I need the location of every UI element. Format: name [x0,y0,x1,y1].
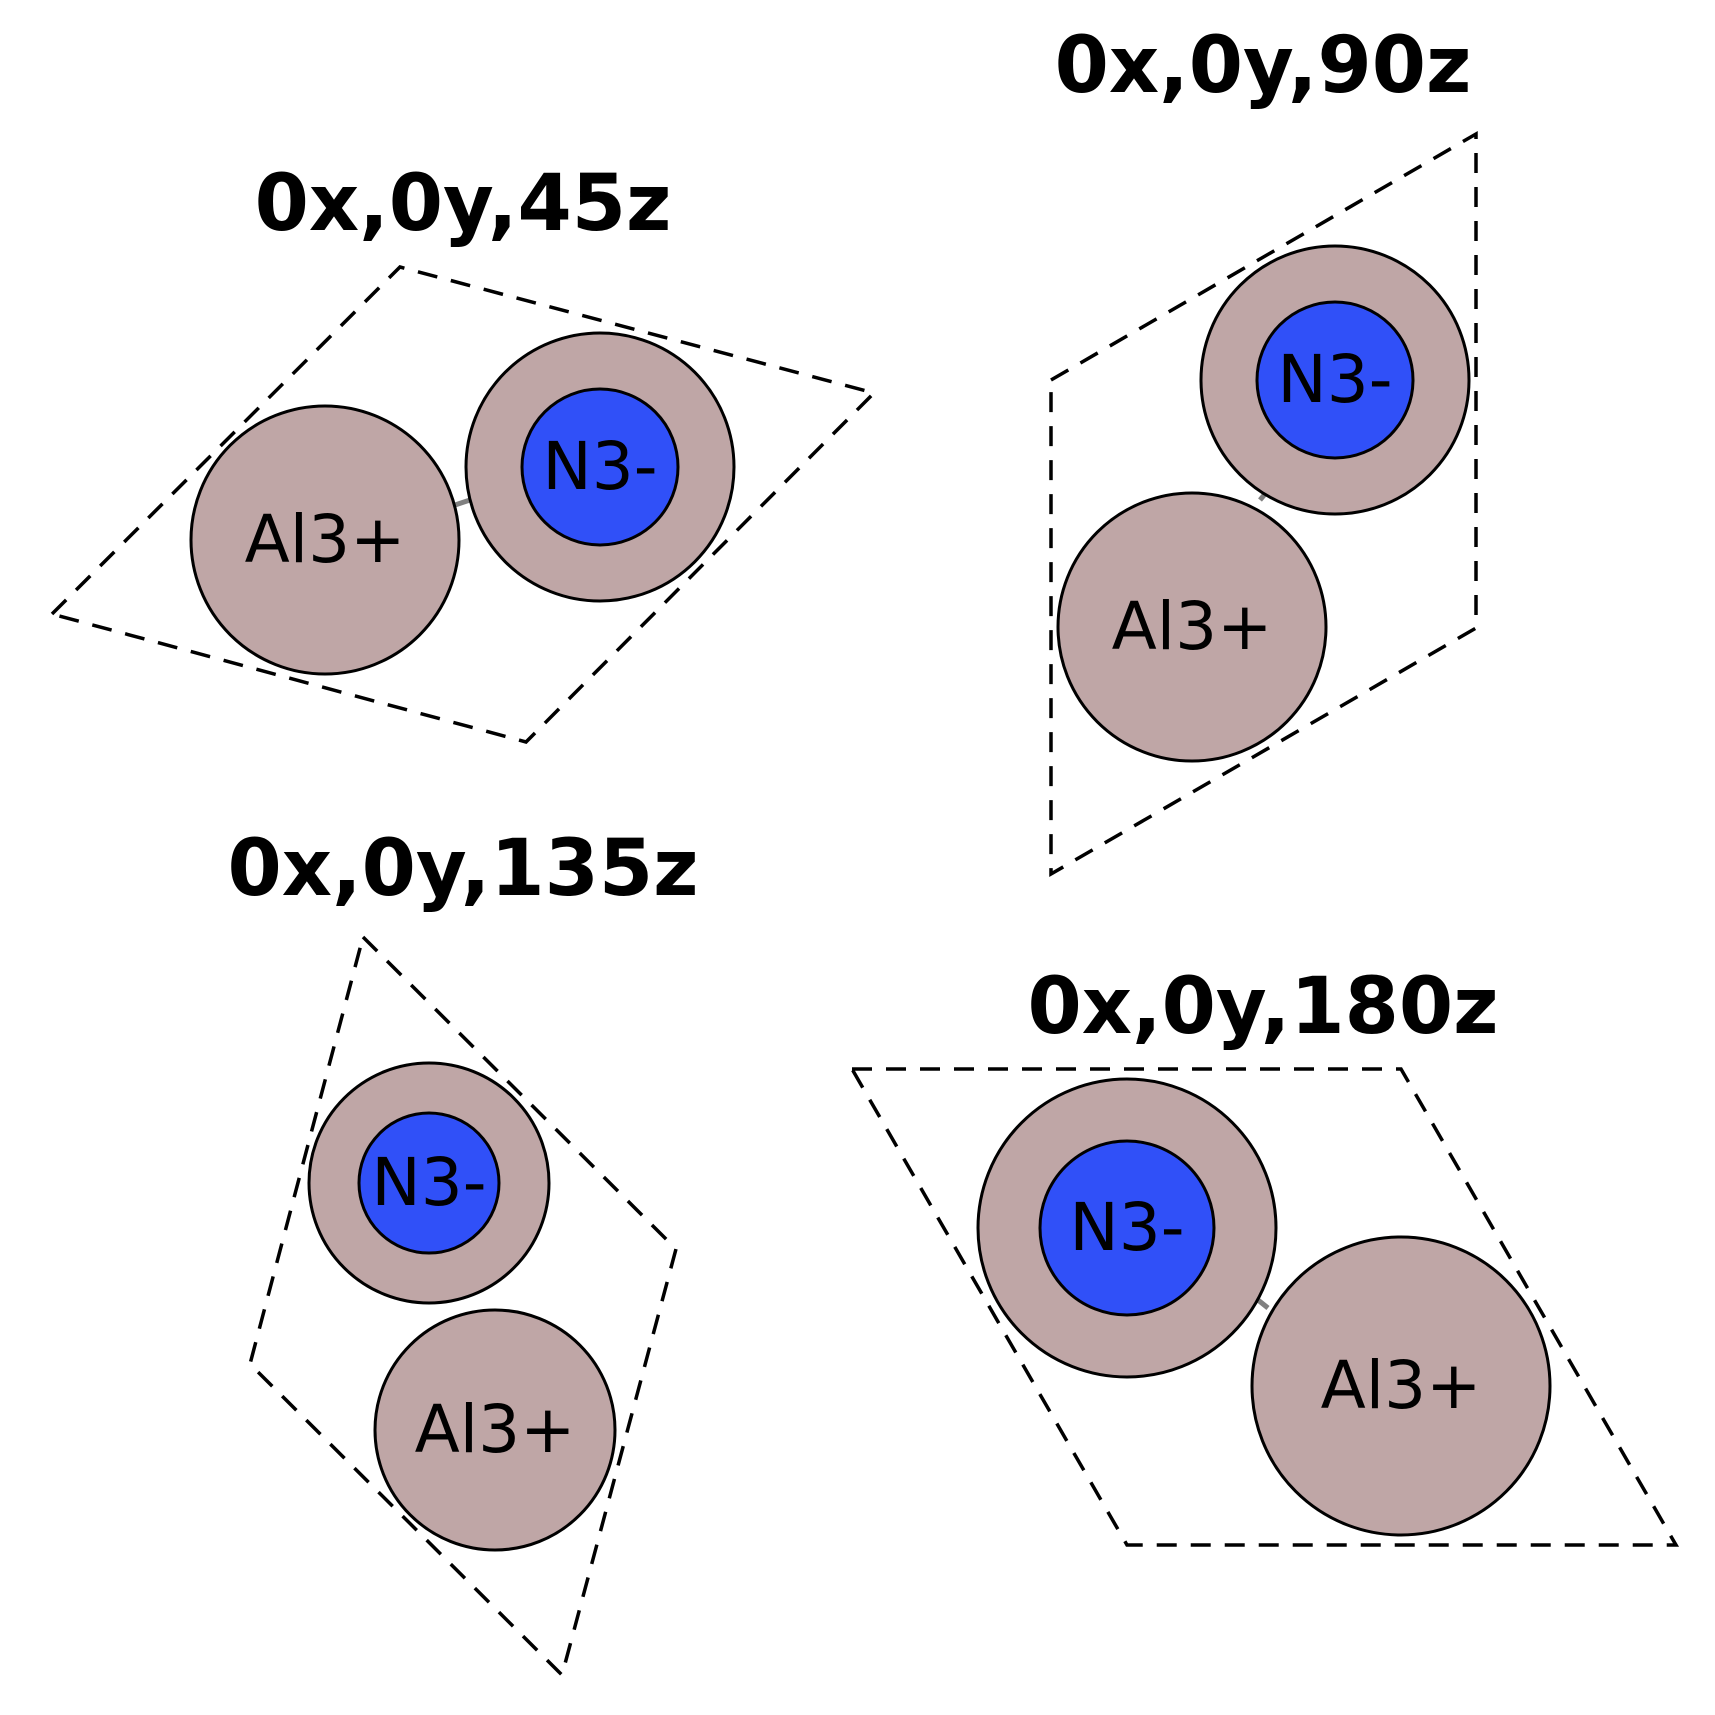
al-ion-label: Al3+ [245,501,406,578]
al-ion-label: Al3+ [1321,1347,1482,1424]
unit-cell-outline [248,933,678,1679]
al-ion [1250,1235,1552,1537]
panel-180z: 0x,0y,180z N3- Al3+ [848,962,1680,1547]
n-ion [1038,1139,1216,1317]
unit-cell-outline [848,1067,1680,1547]
n-ion [1255,300,1415,460]
al-ion-label: Al3+ [415,1391,576,1468]
panel-title: 0x,0y,45z [255,159,672,249]
al-ion [189,404,461,676]
al-ion-label: Al3+ [1112,588,1273,665]
panel-title: 0x,0y,180z [1027,962,1498,1052]
n-ion [520,387,680,547]
panel-90z: 0x,0y,90z N3- Al3+ [1049,21,1478,878]
bond [454,497,471,508]
panel-45z: 0x,0y,45z Al3+ N3- [48,159,878,744]
n-ion [357,1111,501,1255]
unit-cell-outline [48,265,878,744]
panel-135z: 0x,0y,135z N3- Al3+ [227,824,699,1679]
unit-cell-outline [1049,130,1478,878]
n-ion-label: N3- [542,428,657,505]
bond [1256,1298,1270,1310]
n-ion-label: N3- [371,1144,486,1221]
n-ion-label: N3- [1277,341,1392,418]
al-ion [1056,491,1328,763]
n-ion-label: N3- [1069,1189,1184,1266]
panel-title: 0x,0y,90z [1055,21,1472,111]
al-ion [373,1308,617,1552]
panel-title: 0x,0y,135z [227,824,698,914]
